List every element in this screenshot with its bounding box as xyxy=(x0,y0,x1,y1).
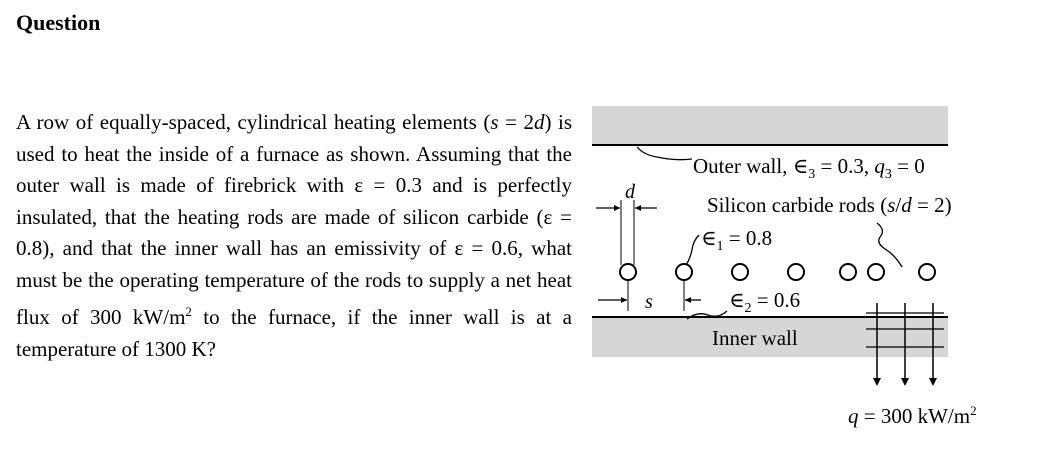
inner-wall-label: Inner wall xyxy=(712,326,798,350)
rods-leader xyxy=(876,222,903,268)
heat-flux-label: q = 300 kW/m2 xyxy=(848,403,977,428)
d-arrowhead-right xyxy=(635,205,641,211)
diameter-symbol: d xyxy=(533,110,545,134)
eps2-leader xyxy=(686,310,728,320)
spacing-symbol: s xyxy=(490,110,499,134)
flux-arrowhead xyxy=(901,378,909,386)
eps2-label: ∈2 = 0.6 xyxy=(729,288,800,316)
outer-wall-leader xyxy=(636,146,693,161)
flux-arrowhead xyxy=(929,378,937,386)
heating-rod xyxy=(918,263,936,281)
problem-body: ) is used to heat the inside of a furnac… xyxy=(16,110,573,329)
furnace-diagram: Outer wall, ∈3 = 0.3, q3 = 0 Silicon car… xyxy=(592,106,977,428)
unit-superscript: 2 xyxy=(185,304,192,319)
eps1-leader xyxy=(685,234,700,266)
d-dimension-label: d xyxy=(625,181,636,203)
flux-arrowhead xyxy=(873,378,881,386)
heating-rod xyxy=(867,263,885,281)
heating-rod xyxy=(787,263,805,281)
problem-intro: A row of equally-spaced, cylindrical hea… xyxy=(16,110,491,134)
heating-rod xyxy=(839,263,857,281)
eps1-label: ∈1 = 0.8 xyxy=(701,226,772,254)
s-arrowhead-right xyxy=(685,297,691,303)
problem-statement: A row of equally-spaced, cylindrical hea… xyxy=(16,107,572,365)
spacing-equals: = 2 xyxy=(498,110,534,134)
s-dimension-label: s xyxy=(645,291,653,313)
question-heading: Question xyxy=(16,10,101,35)
problem-ending: to the furnace, if the inner wall is at … xyxy=(16,305,572,361)
rods-label: Silicon carbide rods (s/d = 2) xyxy=(707,193,952,217)
outer-wall xyxy=(592,106,948,145)
d-arrowhead-left xyxy=(614,205,620,211)
heating-rod xyxy=(619,263,637,281)
heating-rod xyxy=(731,263,749,281)
s-arrowhead-left xyxy=(621,297,627,303)
outer-wall-label: Outer wall, ∈3 = 0.3, q3 = 0 xyxy=(693,154,925,182)
inner-wall xyxy=(592,317,948,357)
heating-rod xyxy=(675,263,693,281)
